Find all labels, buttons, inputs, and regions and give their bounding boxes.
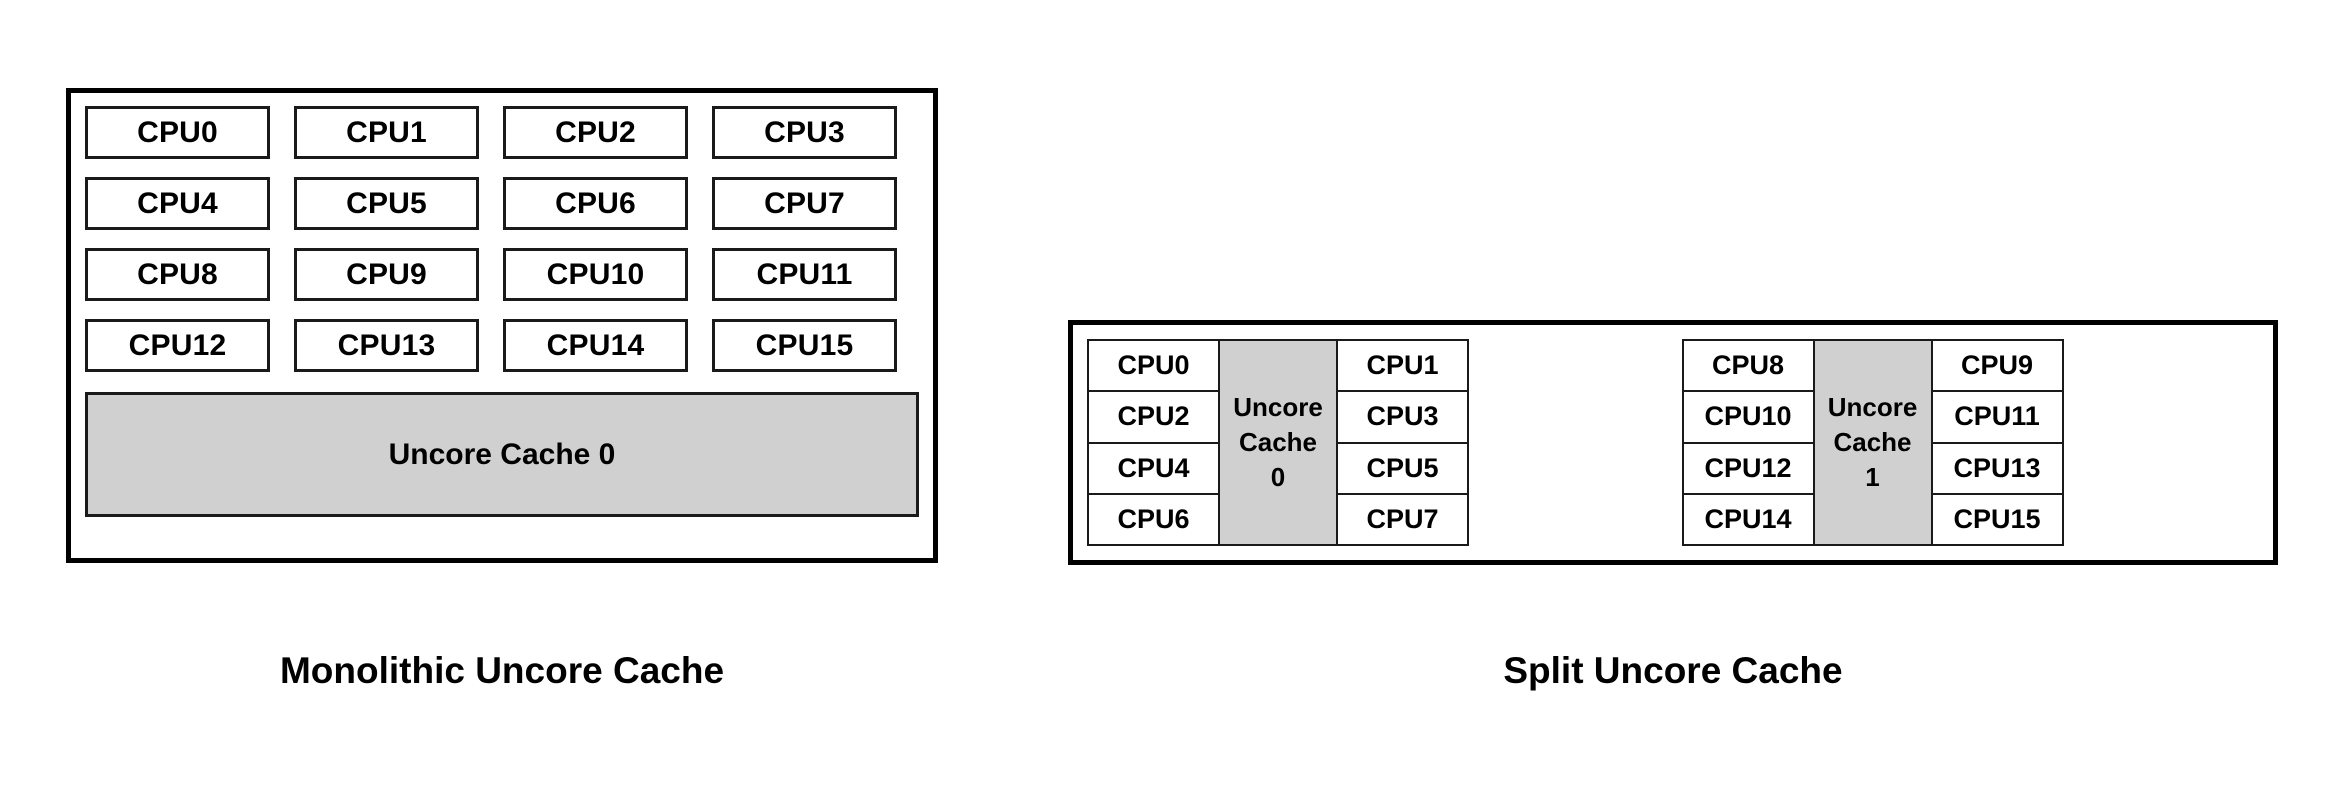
cpu-box: CPU4 bbox=[85, 177, 270, 230]
cpu-box: CPU7 bbox=[712, 177, 897, 230]
cpu-column-right: CPU9 CPU11 CPU13 CPU15 bbox=[1930, 339, 2064, 546]
cpu-box: CPU8 bbox=[85, 248, 270, 301]
cpu-box: CPU5 bbox=[294, 177, 479, 230]
cpu-box: CPU3 bbox=[1336, 390, 1469, 444]
cpu-box: CPU12 bbox=[85, 319, 270, 372]
cpu-column-left: CPU0 CPU2 CPU4 CPU6 bbox=[1087, 339, 1220, 546]
cpu-box: CPU4 bbox=[1087, 441, 1220, 495]
cpu-box: CPU1 bbox=[294, 106, 479, 159]
cpu-box: CPU11 bbox=[1930, 390, 2064, 444]
cpu-box: CPU0 bbox=[85, 106, 270, 159]
cpu-box: CPU14 bbox=[1681, 492, 1815, 546]
cpu-box: CPU6 bbox=[503, 177, 688, 230]
cpu-box: CPU13 bbox=[1930, 441, 2064, 495]
uncore-cache-block: Uncore Cache 0 bbox=[1218, 339, 1338, 546]
cpu-box: CPU8 bbox=[1681, 339, 1815, 393]
split-cluster-0: CPU0 CPU2 CPU4 CPU6 Uncore Cache 0 CPU1 … bbox=[1087, 339, 1665, 546]
cpu-box: CPU9 bbox=[1930, 339, 2064, 393]
uncore-cache-label-line3: 1 bbox=[1865, 462, 1880, 493]
cpu-column-left: CPU8 CPU10 CPU12 CPU14 bbox=[1681, 339, 1815, 546]
uncore-cache-block: Uncore Cache 0 bbox=[85, 392, 919, 517]
uncore-cache-label-line2: Cache bbox=[1238, 426, 1318, 457]
uncore-cache-label-line1: Uncore bbox=[1233, 391, 1323, 422]
cpu-box: CPU1 bbox=[1336, 339, 1469, 393]
cpu-column-right: CPU1 CPU3 CPU5 CPU7 bbox=[1336, 339, 1469, 546]
cpu-box: CPU0 bbox=[1087, 339, 1220, 393]
cpu-box: CPU13 bbox=[294, 319, 479, 372]
monolithic-panel-inner: CPU0 CPU1 CPU2 CPU3 CPU4 CPU5 CPU6 CPU7 … bbox=[85, 106, 919, 545]
cpu-box: CPU5 bbox=[1336, 441, 1469, 495]
cpu-box: CPU6 bbox=[1087, 492, 1220, 546]
uncore-cache-block: Uncore Cache 1 bbox=[1812, 339, 1933, 546]
cpu-box: CPU9 bbox=[294, 248, 479, 301]
split-uncore-cache-panel: CPU0 CPU2 CPU4 CPU6 Uncore Cache 0 CPU1 … bbox=[1068, 320, 2278, 565]
split-cluster-1: CPU8 CPU10 CPU12 CPU14 Uncore Cache 1 CP… bbox=[1681, 339, 2260, 546]
cpu-box: CPU14 bbox=[503, 319, 688, 372]
cpu-box: CPU2 bbox=[503, 106, 688, 159]
monolithic-uncore-cache-panel: CPU0 CPU1 CPU2 CPU3 CPU4 CPU5 CPU6 CPU7 … bbox=[66, 88, 938, 563]
cpu-box: CPU15 bbox=[712, 319, 897, 372]
uncore-cache-label-line3: 0 bbox=[1270, 462, 1286, 493]
split-panel-inner: CPU0 CPU2 CPU4 CPU6 Uncore Cache 0 CPU1 … bbox=[1087, 339, 2259, 546]
uncore-cache-label-line2: Cache bbox=[1833, 426, 1912, 457]
cpu-box: CPU10 bbox=[503, 248, 688, 301]
cpu-box: CPU11 bbox=[712, 248, 897, 301]
cpu-box: CPU10 bbox=[1681, 390, 1815, 444]
cpu-box: CPU3 bbox=[712, 106, 897, 159]
cpu-box: CPU7 bbox=[1336, 492, 1469, 546]
cpu-box: CPU12 bbox=[1681, 441, 1815, 495]
cpu-box: CPU2 bbox=[1087, 390, 1220, 444]
cpu-box: CPU15 bbox=[1930, 492, 2064, 546]
uncore-cache-label-line1: Uncore bbox=[1827, 391, 1918, 422]
monolithic-cpu-grid: CPU0 CPU1 CPU2 CPU3 CPU4 CPU5 CPU6 CPU7 … bbox=[85, 106, 919, 372]
split-caption: Split Uncore Cache bbox=[1503, 650, 1843, 691]
monolithic-caption: Monolithic Uncore Cache bbox=[279, 650, 725, 691]
